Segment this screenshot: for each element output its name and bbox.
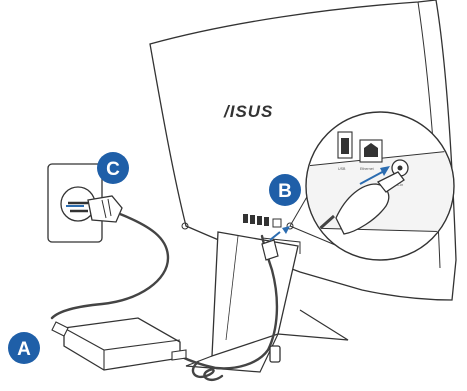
- badge-c: C: [97, 152, 129, 184]
- badge-b-label: B: [278, 181, 292, 202]
- badge-a-label: A: [17, 339, 31, 360]
- badge-c-label: C: [106, 159, 120, 180]
- ac-adapter: [52, 318, 186, 370]
- badge-b: B: [269, 174, 301, 206]
- badge-a: A: [8, 332, 40, 364]
- zoom-port-label-usb: USB: [338, 167, 346, 171]
- brand-logo: /ISUS: [223, 102, 273, 121]
- ferrite-bead: [270, 346, 280, 362]
- zoom-port-label-ethernet: Ethernet: [360, 167, 374, 171]
